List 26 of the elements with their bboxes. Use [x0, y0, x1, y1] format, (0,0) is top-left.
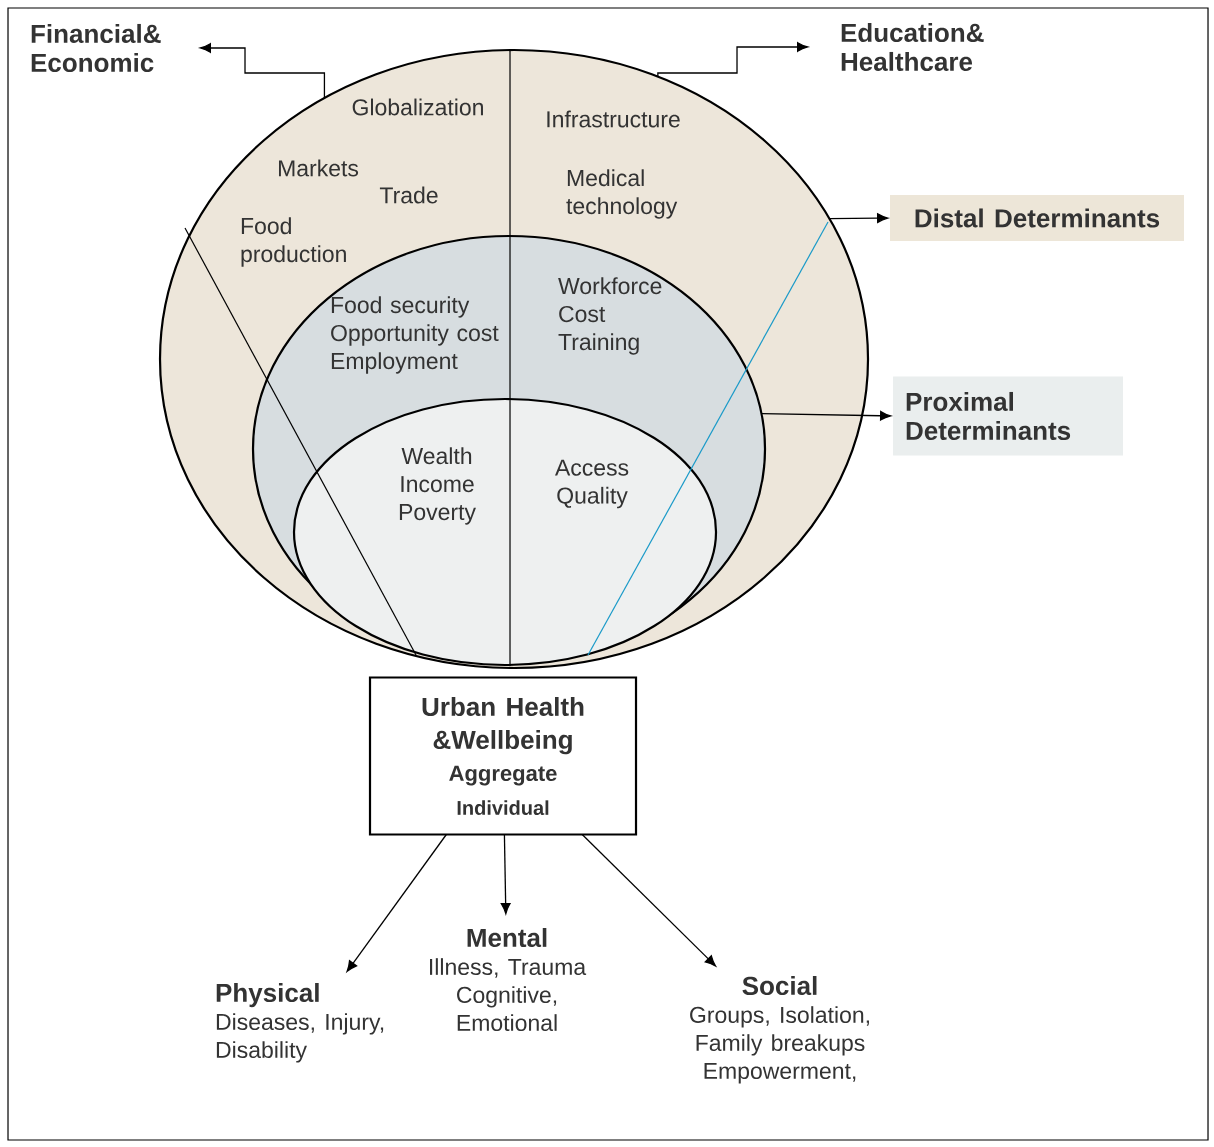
- ellipse-label: Wealth Income Poverty: [399, 447, 476, 525]
- ellipse-label: Globalization: [352, 98, 483, 116]
- ellipse-label: Access Quality: [555, 459, 629, 509]
- ellipse-label: Medical technology: [566, 169, 678, 219]
- ellipse-label: Food security Opportunity cost Employment: [331, 296, 499, 374]
- category-label: Education& Healthcare: [841, 22, 984, 72]
- arrow: [500, 833, 511, 915]
- outcome-label: Social Groups, Isolation, Family breakups Empowerment,: [690, 976, 869, 1084]
- category-label: Financial& Economic: [31, 23, 161, 73]
- label-box: Proximal Determinants: [893, 376, 1123, 456]
- arrow: [760, 410, 892, 421]
- arrow: [657, 42, 809, 78]
- ellipse-label: Infrastructure: [547, 110, 680, 128]
- arrow: [581, 833, 717, 967]
- arrow: [828, 213, 889, 224]
- outcome-label: Physical Diseases, Injury, Disability: [216, 983, 384, 1063]
- ellipse-label: Trade: [379, 186, 438, 204]
- arrow: [346, 833, 447, 972]
- outcome-box: Urban Health &Wellbeing Aggregate Individual: [368, 676, 638, 836]
- ellipse: [292, 397, 718, 667]
- label-box: Distal Determinants: [890, 195, 1184, 241]
- ellipse-label: Workforce Cost Training: [558, 277, 662, 355]
- ellipse-label: Food production: [241, 217, 346, 267]
- ellipse-label: Markets: [279, 159, 359, 177]
- arrow: [199, 43, 326, 99]
- outcome-label: Mental Illness, Trauma Cognitive, Emotional: [430, 928, 587, 1032]
